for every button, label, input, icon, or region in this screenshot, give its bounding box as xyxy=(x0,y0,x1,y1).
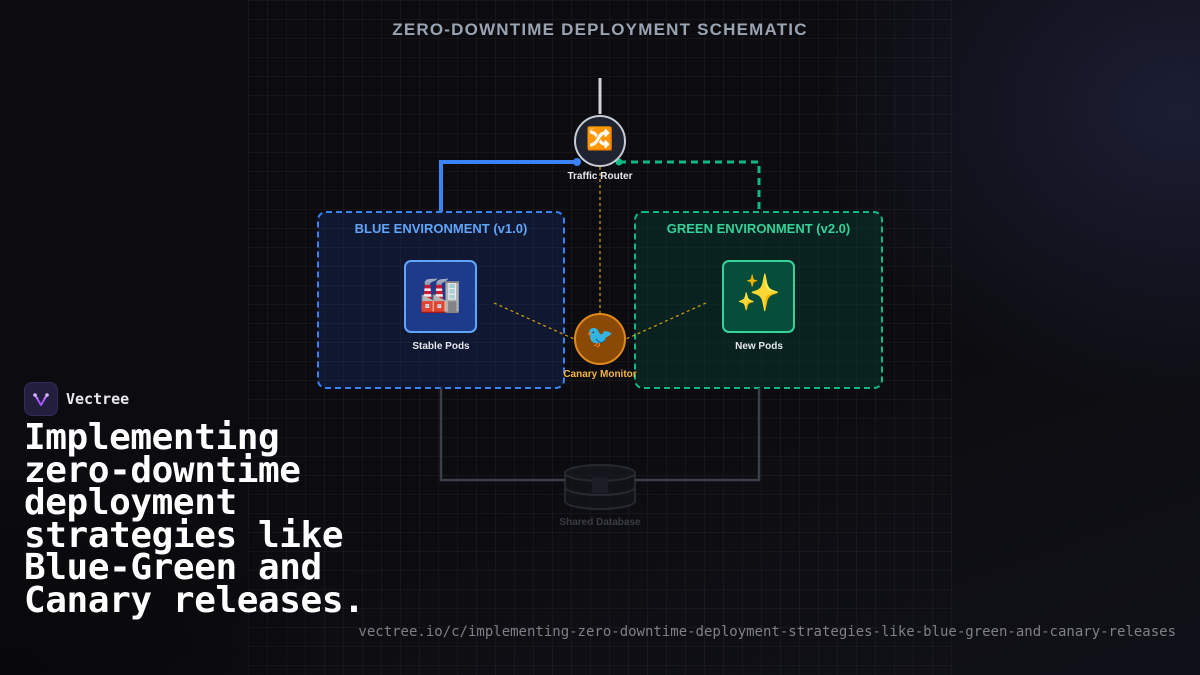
traffic-router-label: Traffic Router xyxy=(567,171,633,182)
stable-pods-label: Stable Pods xyxy=(412,341,470,352)
blue-db-link xyxy=(439,388,565,482)
traffic-router-node xyxy=(574,115,626,167)
headline: Implementing zero-downtime deployment st… xyxy=(24,417,365,621)
bird-icon: 🐦 xyxy=(586,325,614,350)
sparkles-icon: ✨ xyxy=(736,273,781,314)
vectree-logo-icon xyxy=(24,382,58,416)
blue-route-dot xyxy=(573,158,581,166)
new-canary-link xyxy=(625,302,707,340)
blue-environment-label: BLUE ENVIRONMENT (v1.0) xyxy=(354,221,528,236)
brand: Vectree xyxy=(24,382,129,416)
stable-canary-link xyxy=(493,302,575,340)
blue-route-line xyxy=(439,160,577,212)
stable-pods-node xyxy=(404,260,477,333)
shared-database-label: Shared Database xyxy=(559,517,641,528)
canary-monitor-label: Canary Monitor xyxy=(563,369,637,380)
database-icon xyxy=(564,464,636,510)
headline-backdrop xyxy=(0,300,420,675)
brand-name: Vectree xyxy=(66,390,130,408)
new-pods-label: New Pods xyxy=(735,341,783,352)
new-pods-node xyxy=(722,260,795,333)
shuffle-icon: 🔀 xyxy=(586,127,614,152)
factory-icon: 🏭 xyxy=(419,275,462,315)
diagram-title: ZERO-DOWNTIME DEPLOYMENT SCHEMATIC xyxy=(392,20,808,39)
green-environment-label: GREEN ENVIRONMENT (v2.0) xyxy=(666,221,851,236)
canary-monitor-node xyxy=(574,313,626,365)
green-route-line xyxy=(619,160,761,212)
green-db-link xyxy=(635,388,761,482)
page-url[interactable]: vectree.io/c/implementing-zero-downtime-… xyxy=(358,624,1176,640)
